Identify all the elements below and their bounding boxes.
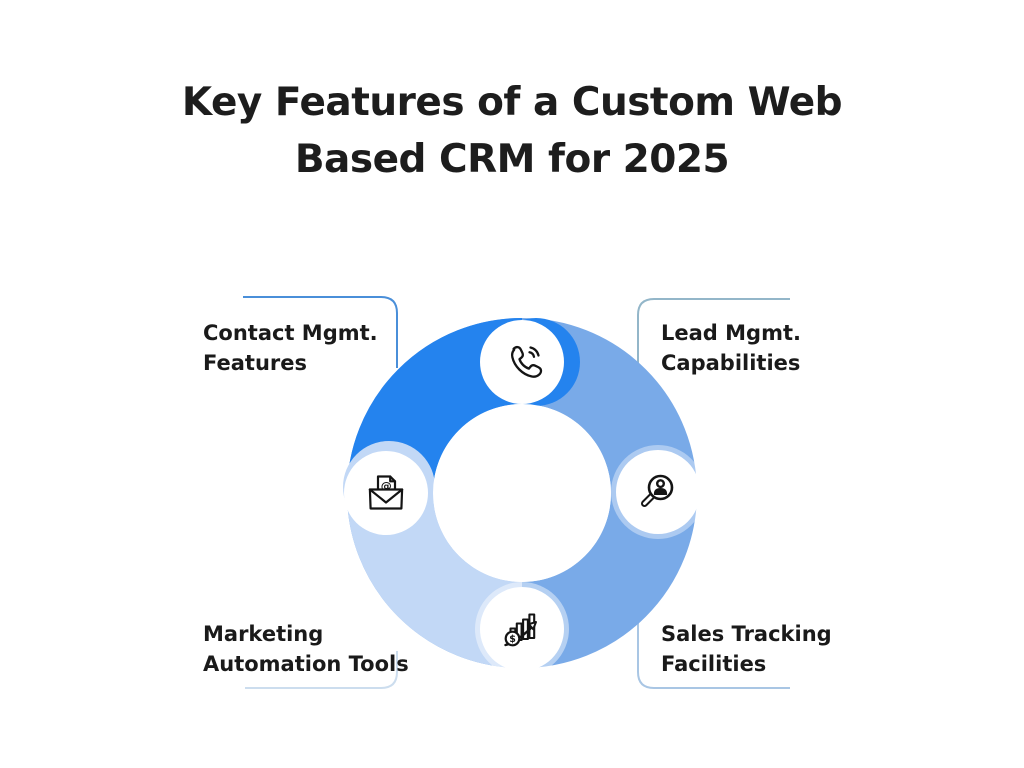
feature-label-line: Sales Tracking: [661, 622, 832, 646]
feature-label-line: Lead Mgmt.: [661, 321, 801, 345]
page-title-line1: Key Features of a Custom Web: [181, 80, 843, 125]
feature-label-line: Features: [203, 351, 307, 375]
lead-search-icon: [641, 474, 674, 507]
feature-label-contact: Contact Mgmt. Features: [203, 318, 378, 378]
feature-label-sales: Sales Tracking Facilities: [661, 619, 832, 679]
email-at-icon: @: [368, 475, 404, 510]
page-title: Key Features of a Custom Web Based CRM f…: [0, 74, 1024, 188]
feature-label-line: Contact Mgmt.: [203, 321, 378, 345]
feature-label-line: Marketing: [203, 622, 324, 646]
sales-growth-icon: $: [504, 613, 537, 647]
feature-label-line: Capabilities: [661, 351, 801, 375]
connector-bottom-left: [245, 651, 398, 689]
page-title-line2: Based CRM for 2025: [294, 137, 730, 182]
phone-icon: [510, 345, 543, 378]
feature-label-lead: Lead Mgmt. Capabilities: [661, 318, 801, 378]
feature-label-marketing: Marketing Automation Tools: [203, 619, 409, 679]
dollar-glyph: $: [509, 634, 516, 645]
feature-label-line: Automation Tools: [203, 652, 409, 676]
connector-top-left: [243, 296, 398, 368]
donut-center: [433, 404, 611, 582]
at-glyph: @: [381, 479, 392, 492]
connector-bottom-right: [637, 622, 790, 689]
feature-label-line: Facilities: [661, 652, 767, 676]
connector-top-right: [637, 298, 790, 364]
